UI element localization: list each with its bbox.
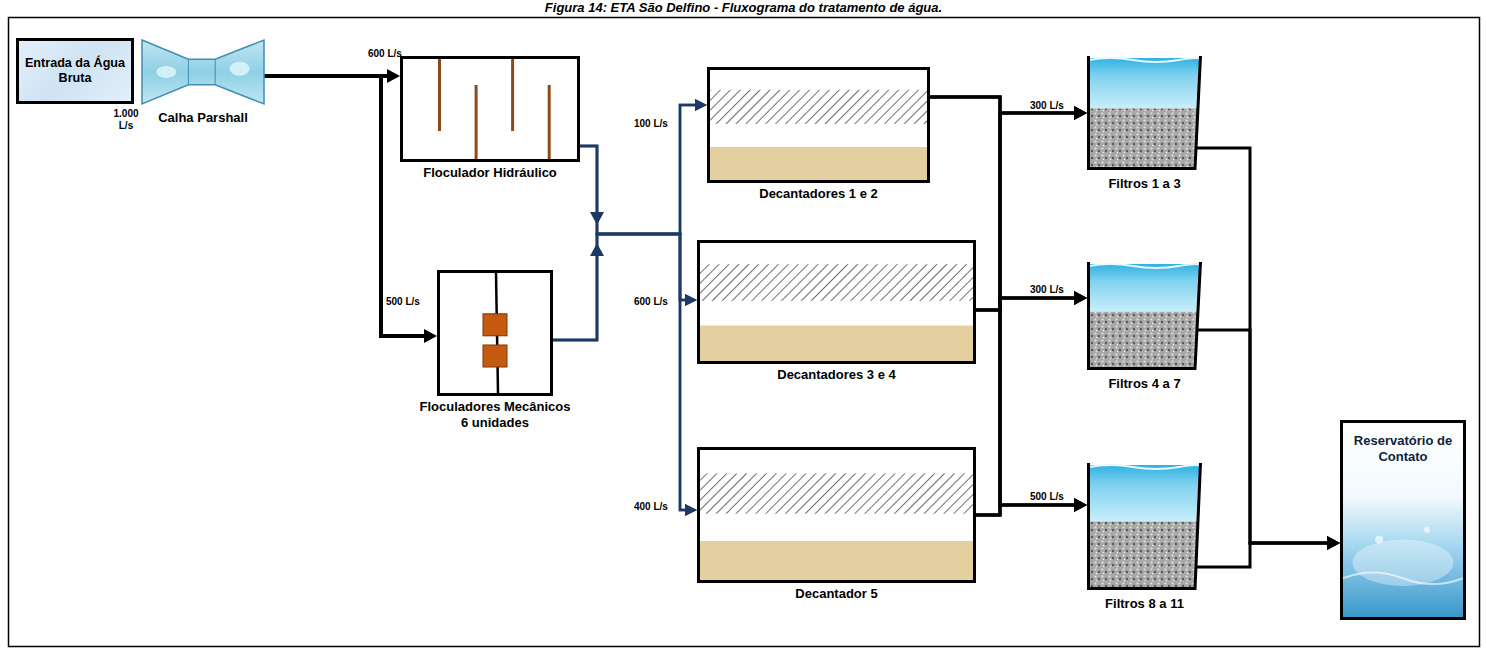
shape-illustration xyxy=(440,273,550,393)
flow-connector xyxy=(1195,148,1327,543)
flow-connector xyxy=(1196,330,1327,543)
flow-rate-label: 1.000 L/s xyxy=(112,108,140,131)
parshall-flume: Calha Parshall xyxy=(142,40,264,104)
flow-connector xyxy=(553,234,685,340)
node-label: Entrada da Água Bruta xyxy=(23,41,127,101)
filter-unit: Filtros 4 a 7 xyxy=(1087,262,1202,370)
flow-connector xyxy=(976,113,1074,310)
node-label: Filtros 1 a 3 xyxy=(1108,176,1180,192)
diagram-title: Figura 14: ETA São Delfino - Fluxograma … xyxy=(0,0,1487,15)
settling-tank: Decantador 5 xyxy=(697,447,976,583)
shape-illustration xyxy=(403,59,577,159)
flow-rate-label: 600 L/s xyxy=(368,48,402,60)
node-label: Decantadores 3 e 4 xyxy=(777,367,896,383)
flow-rate-label: 300 L/s xyxy=(1030,100,1064,112)
filter-unit: Filtros 1 a 3 xyxy=(1087,56,1202,170)
contact-reservoir: Reservatório de Contato xyxy=(1340,420,1466,620)
flow-connector xyxy=(976,505,1074,515)
node-label: Filtros 4 a 7 xyxy=(1108,376,1180,392)
shape-illustration xyxy=(700,450,973,580)
hydraulic-flocculator: Floculador Hidráulico xyxy=(400,56,580,162)
filter-illustration xyxy=(1087,262,1202,370)
node-label: Floculador Hidráulico xyxy=(423,165,557,181)
settling-tank: Decantadores 1 e 2 xyxy=(707,67,930,183)
flow-connector xyxy=(930,97,1074,113)
filter-illustration xyxy=(1087,463,1202,590)
flow-connector xyxy=(976,310,1074,505)
flow-rate-label: 400 L/s xyxy=(634,501,668,513)
node-label: Filtros 8 a 11 xyxy=(1105,596,1184,612)
flow-rate-label: 600 L/s xyxy=(634,296,668,308)
flow-connector xyxy=(976,298,1074,310)
inlet-box: Entrada da Água Bruta xyxy=(16,38,134,104)
node-label: Decantadores 1 e 2 xyxy=(759,186,878,202)
flow-rate-label: 500 L/s xyxy=(1030,491,1064,503)
node-label: Floculadores Mecânicos 6 unidades xyxy=(417,399,573,430)
outer-frame xyxy=(9,18,1480,647)
settling-tank: Decantadores 3 e 4 xyxy=(697,240,976,364)
shape-illustration xyxy=(710,70,927,180)
flow-rate-label: 300 L/s xyxy=(1030,284,1064,296)
shape-illustration xyxy=(142,40,264,104)
flow-rate-label: 100 L/s xyxy=(634,118,668,130)
flow-rate-label: 500 L/s xyxy=(386,296,420,308)
shape-illustration xyxy=(700,243,973,361)
flow-connector xyxy=(1195,543,1327,567)
filter-illustration xyxy=(1087,56,1202,170)
flow-connector xyxy=(553,234,685,510)
filter-unit: Filtros 8 a 11 xyxy=(1087,463,1202,590)
node-label: Calha Parshall xyxy=(158,110,248,126)
node-label: Reservatório de Contato xyxy=(1351,433,1455,464)
node-label: Decantador 5 xyxy=(795,586,877,602)
flow-connector xyxy=(976,113,1074,515)
mechanical-flocculator: Floculadores Mecânicos 6 unidades xyxy=(437,270,553,396)
flow-connector xyxy=(976,298,1074,515)
